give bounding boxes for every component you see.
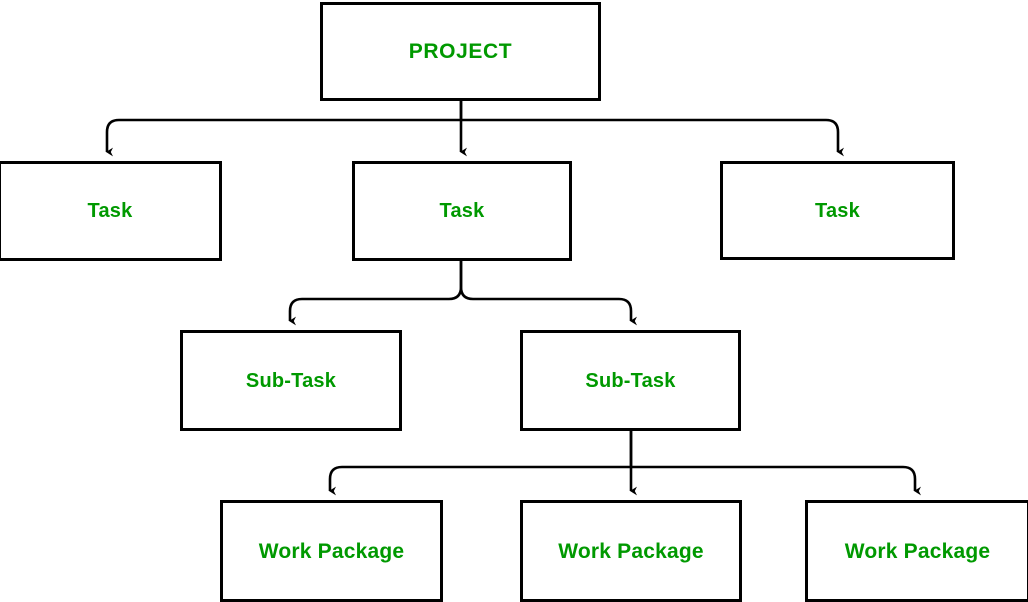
- node-task-left[interactable]: Task: [0, 161, 222, 261]
- connector-project-to-task-right: [461, 118, 844, 157]
- node-task-right-label: Task: [815, 199, 860, 222]
- connector-project-to-task-left: [105, 101, 463, 157]
- connector-task-to-subtask-right: [459, 261, 637, 326]
- node-work-package-center-label: Work Package: [558, 539, 704, 563]
- connector-subtask-to-wp-right: [631, 465, 921, 496]
- node-work-package-right-label: Work Package: [844, 539, 991, 563]
- node-task-left-label: Task: [87, 200, 133, 222]
- node-subtask-right-label: Sub-Task: [585, 369, 676, 392]
- node-work-package-left-label: Work Package: [258, 539, 405, 563]
- node-work-package-left[interactable]: Work Package: [220, 500, 443, 602]
- node-project[interactable]: PROJECT: [320, 2, 601, 101]
- node-subtask-left[interactable]: Sub-Task: [180, 330, 402, 431]
- connector-subtask-to-wp-left: [328, 431, 633, 496]
- node-task-center-label: Task: [439, 200, 485, 222]
- node-work-package-right[interactable]: Work Package: [805, 500, 1028, 602]
- node-work-package-center[interactable]: Work Package: [520, 500, 742, 602]
- node-task-center[interactable]: Task: [352, 161, 572, 261]
- node-subtask-right[interactable]: Sub-Task: [520, 330, 741, 431]
- node-task-right[interactable]: Task: [720, 161, 955, 260]
- connector-task-to-subtask-left: [288, 261, 463, 326]
- node-project-label: PROJECT: [408, 40, 513, 63]
- node-subtask-left-label: Sub-Task: [245, 369, 337, 392]
